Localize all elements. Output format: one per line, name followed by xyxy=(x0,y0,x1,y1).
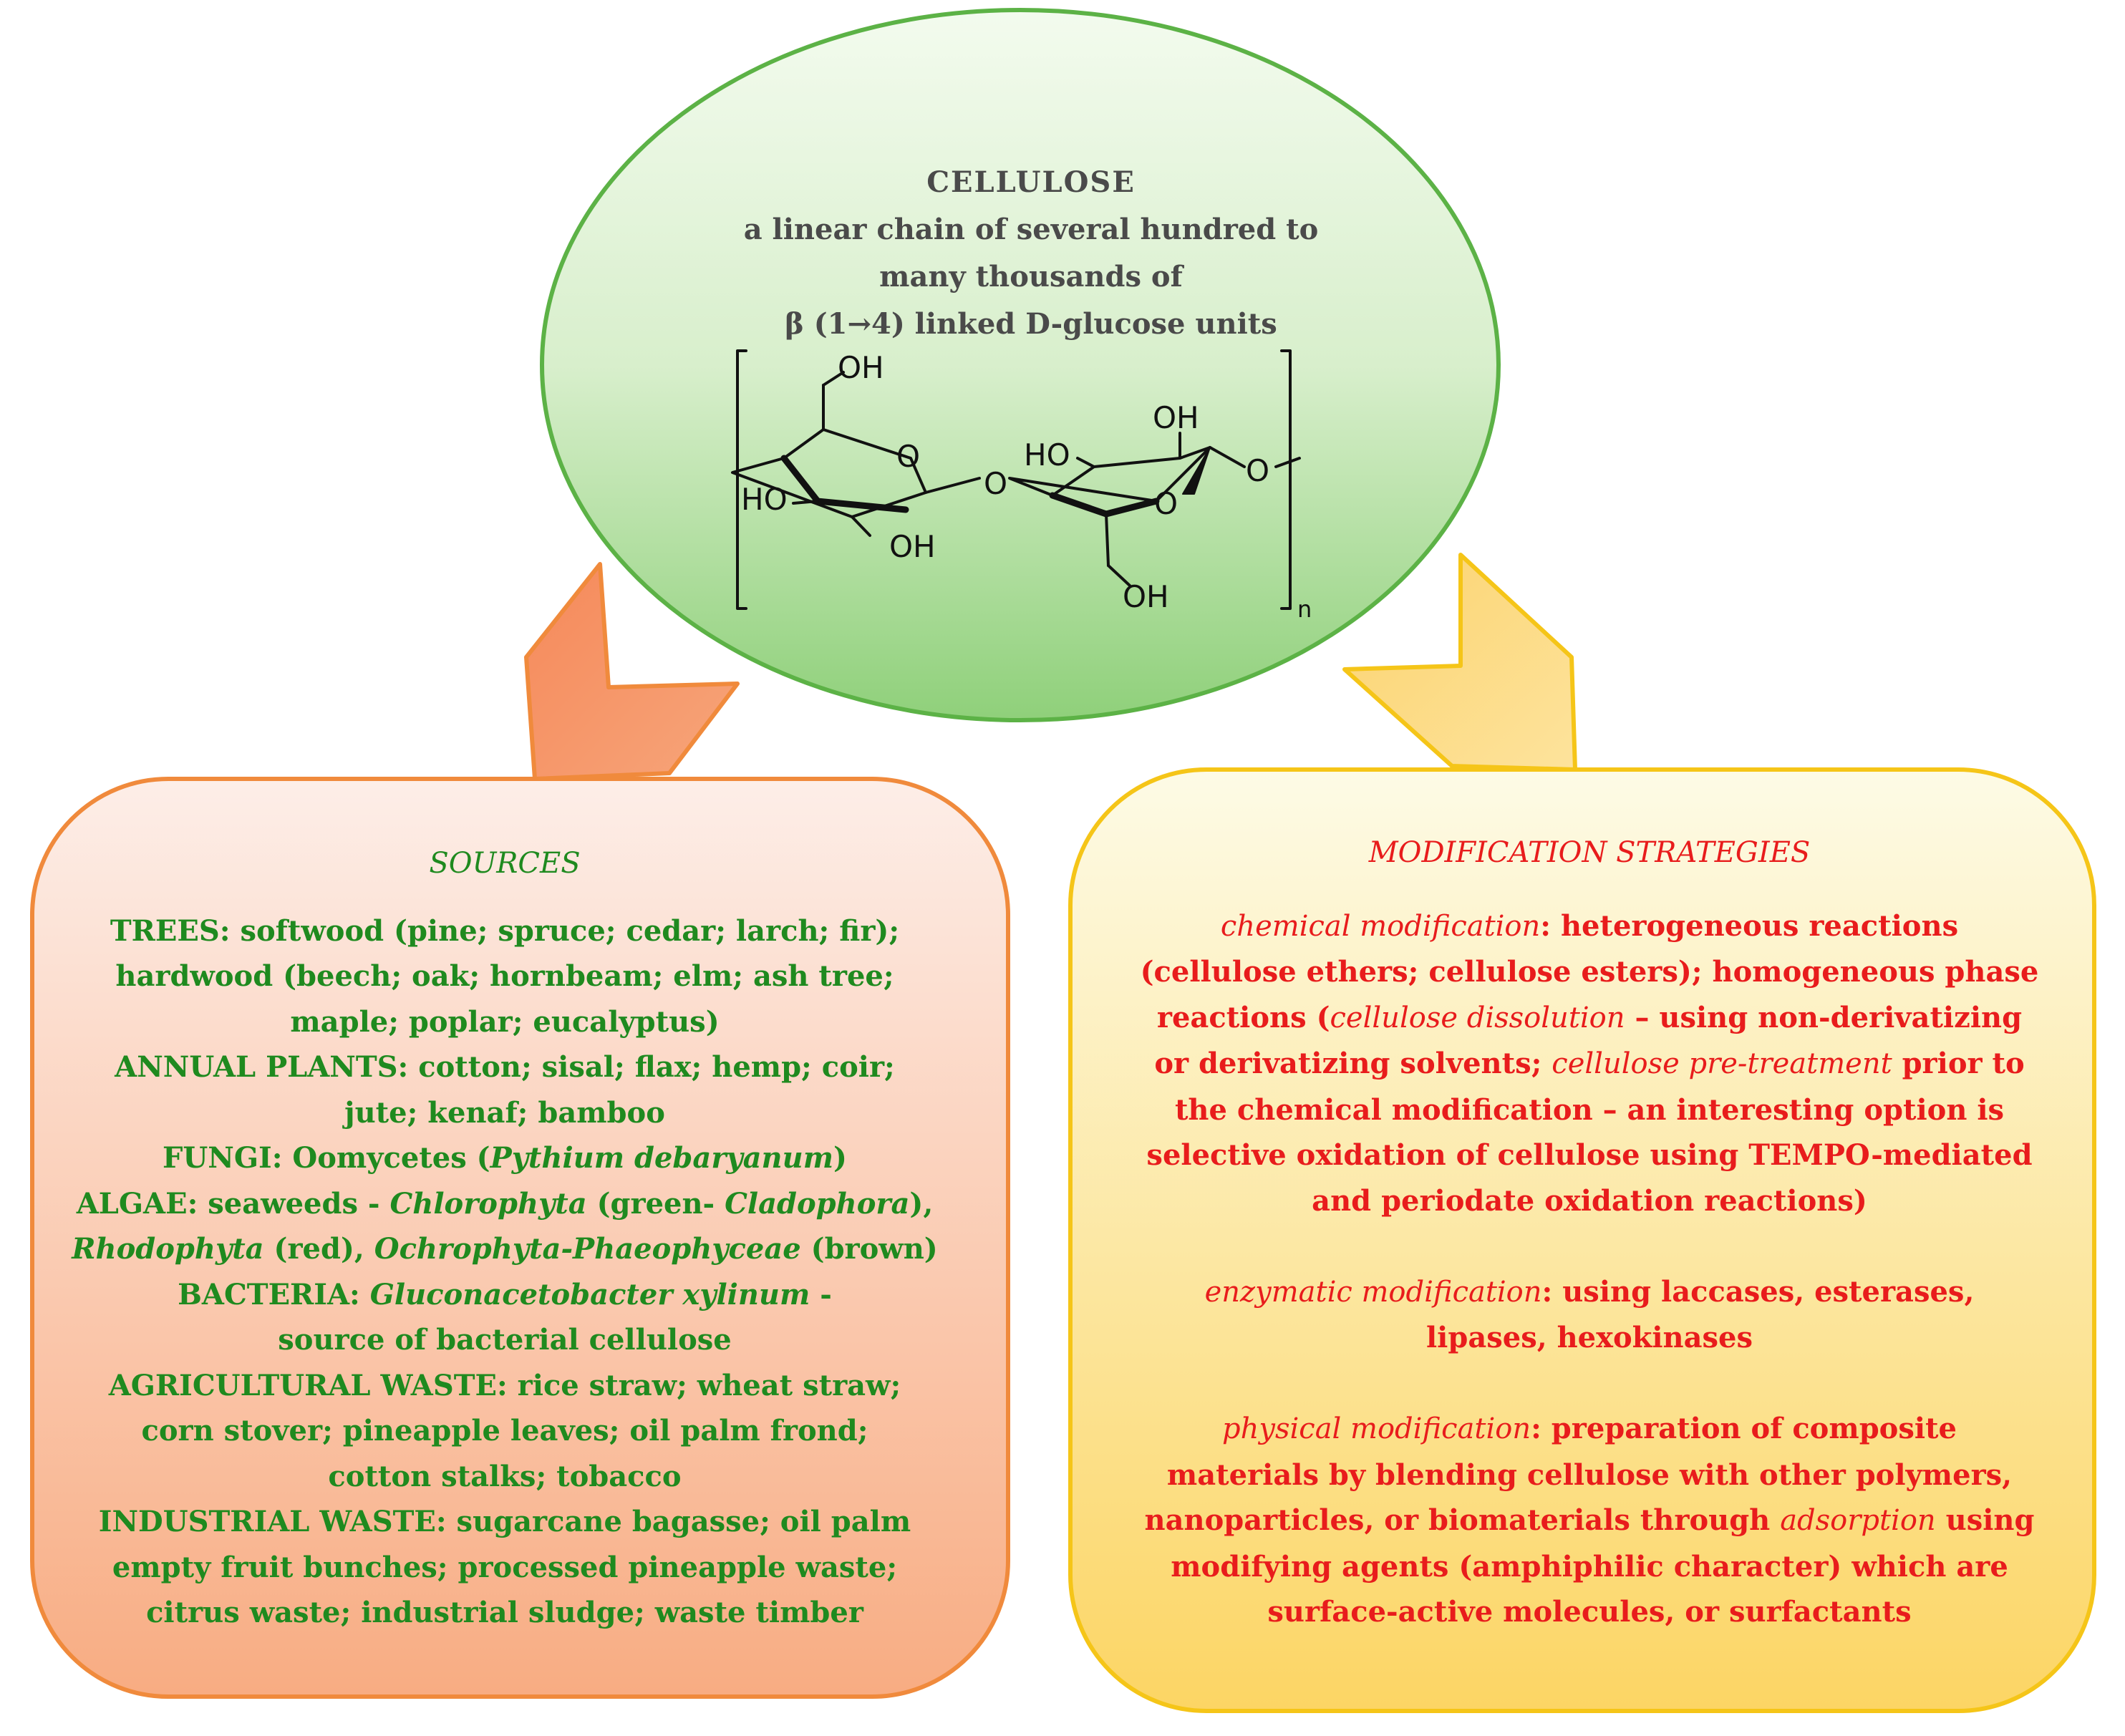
sources-line: citrus waste; industrial sludge; waste t… xyxy=(146,1596,863,1629)
chemical-line: and periodate oxidation reactions) xyxy=(1312,1183,1867,1218)
sources-line: Rhodophyta (red), Ochrophyta-Phaeophycea… xyxy=(72,1232,938,1266)
sources-line: hardwood (beech; oak; hornbeam; elm; ash… xyxy=(115,959,894,993)
arrow-to-sources xyxy=(524,562,740,781)
label-oh-top-right: OH xyxy=(1153,400,1199,435)
sources-line: source of bacterial cellulose xyxy=(278,1323,732,1357)
sources-line: TREES: softwood (pine; spruce; cedar; la… xyxy=(110,913,900,948)
sources-line: cotton stalks; tobacco xyxy=(328,1459,682,1493)
left-bracket xyxy=(736,349,747,610)
enzymatic-line: enzymatic modification: using laccases, … xyxy=(1204,1274,1975,1309)
modification-text: MODIFICATION STRATEGIES chemical modific… xyxy=(1081,830,2098,1635)
label-repeat-index: n xyxy=(1297,596,1312,623)
chemical-line: selective oxidation of cellulose using T… xyxy=(1146,1138,2033,1172)
right-bracket xyxy=(1280,349,1292,610)
label-oh-bottom-right: OH xyxy=(1123,579,1169,614)
sources-line: ALGAE: seaweeds - Chlorophyta (green- Cl… xyxy=(76,1186,934,1221)
physical-line: surface-active molecules, or surfactants xyxy=(1267,1595,1912,1629)
sources-line: FUNGI: Oomycetes (Pythium debaryanum) xyxy=(163,1141,847,1175)
cellulose-ellipse xyxy=(540,8,1501,722)
cellulose-line-3: β (1→4) linked D-glucose units xyxy=(785,307,1277,341)
physical-line: physical modification: preparation of co… xyxy=(1222,1412,1957,1445)
physical-line: nanoparticles, or biomaterials through a… xyxy=(1144,1503,2035,1537)
sources-box xyxy=(30,777,1010,1699)
label-ho-right: HO xyxy=(1024,437,1070,472)
modification-box xyxy=(1068,767,2096,1713)
enzymatic-line: lipases, hexokinases xyxy=(1425,1321,1753,1354)
cellulose-structure: OH O HO OH O HO OH O O OH n xyxy=(731,349,1312,623)
label-ho-left: HO xyxy=(741,482,788,517)
chemical-line: or derivatizing solvents; cellulose pre-… xyxy=(1154,1047,2025,1080)
sources-line: ANNUAL PLANTS: cotton; sisal; flax; hemp… xyxy=(115,1050,895,1084)
sources-line: empty fruit bunches; processed pineapple… xyxy=(112,1550,898,1584)
cellulose-title: CELLULOSE xyxy=(926,165,1136,199)
sources-line: maple; poplar; eucalyptus) xyxy=(290,1004,720,1039)
sources-line: BACTERIA: Gluconacetobacter xylinum - xyxy=(178,1277,832,1311)
cellulose-line-2: many thousands of xyxy=(879,260,1183,294)
label-o-end: O xyxy=(1246,453,1269,488)
physical-line: materials by blending cellulose with oth… xyxy=(1166,1458,2013,1492)
label-o-ring-left: O xyxy=(896,439,920,474)
sources-text: SOURCES TREES: softwood (pine; spruce; c… xyxy=(39,841,970,1636)
chemical-line: reactions (cellulose dissolution – using… xyxy=(1156,1000,2023,1034)
sources-line: jute; kenaf; bamboo xyxy=(344,1095,665,1130)
label-o-ring-right: O xyxy=(1154,486,1178,521)
cellulose-description: CELLULOSE a linear chain of several hund… xyxy=(687,159,1375,348)
modification-title: MODIFICATION STRATEGIES xyxy=(1368,836,1811,869)
sources-title: SOURCES xyxy=(429,847,581,880)
chemical-line: chemical modification: heterogeneous rea… xyxy=(1220,908,1959,943)
label-oh-bottom-left: OH xyxy=(889,529,936,564)
label-oh-top-left: OH xyxy=(838,350,884,385)
sources-line: AGRICULTURAL WASTE: rice straw; wheat st… xyxy=(108,1368,901,1402)
cellulose-line-1: a linear chain of several hundred to xyxy=(743,213,1319,246)
physical-line: modifying agents (amphiphilic character)… xyxy=(1171,1549,2008,1584)
chemical-line: the chemical modification – an interesti… xyxy=(1174,1092,2005,1127)
arrow-to-modifications xyxy=(1342,553,1577,772)
sources-line: INDUSTRIAL WASTE: sugarcane bagasse; oil… xyxy=(98,1505,911,1538)
sources-line: corn stover; pineapple leaves; oil palm … xyxy=(141,1414,868,1448)
label-o-bridge: O xyxy=(984,466,1007,501)
chemical-line: (cellulose ethers; cellulose esters); ho… xyxy=(1140,955,2039,989)
